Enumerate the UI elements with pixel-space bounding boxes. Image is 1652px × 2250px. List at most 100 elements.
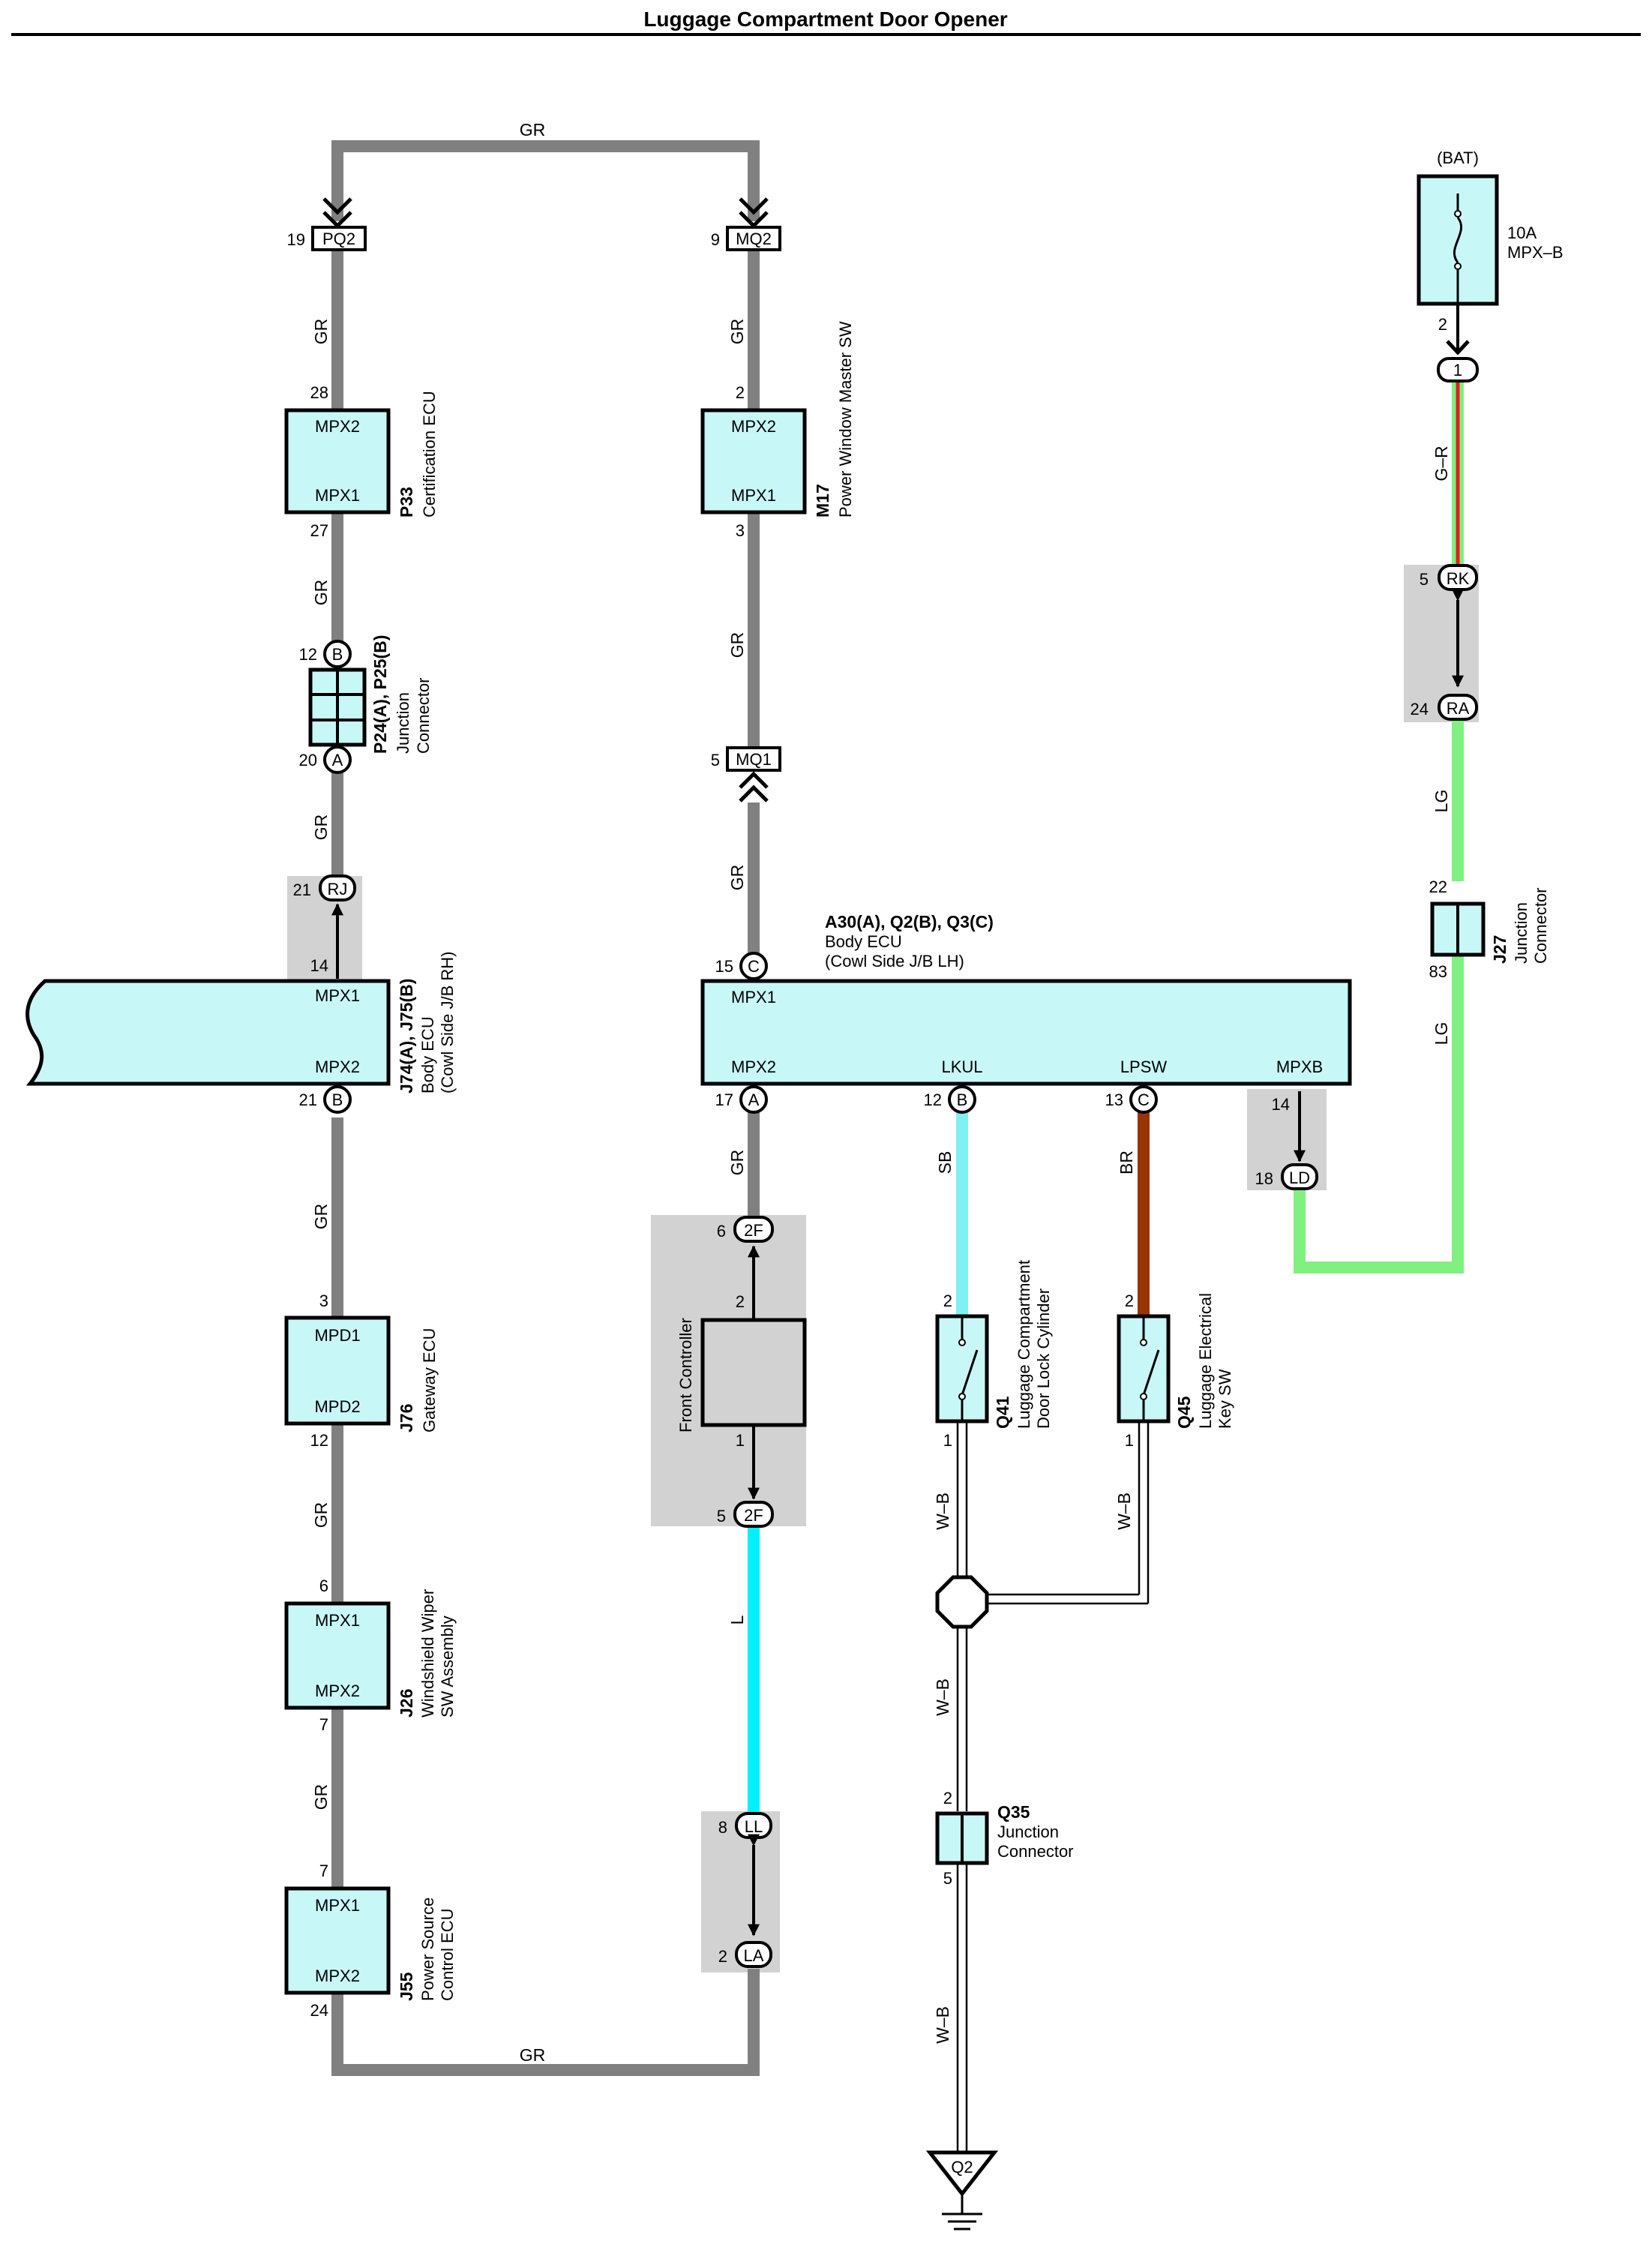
svg-text:10A: 10A [1507, 224, 1537, 242]
svg-text:6: 6 [717, 1222, 726, 1240]
svg-text:MPX2: MPX2 [315, 1682, 360, 1700]
front-controller: 2F 6 2 1 2F 5 Front Controller [676, 1216, 807, 1528]
svg-text:8: 8 [718, 1818, 727, 1837]
svg-text:RA: RA [1447, 699, 1470, 718]
svg-text:(BAT): (BAT) [1437, 148, 1479, 167]
m17-power-window-master-sw: MPX2 MPX1 2 3 M17 Power Window Master SW [700, 321, 855, 540]
svg-text:Junction: Junction [997, 1822, 1059, 1841]
svg-text:5: 5 [1420, 570, 1429, 589]
svg-text:L: L [727, 1615, 747, 1624]
svg-text:MPX1: MPX1 [315, 986, 360, 1005]
ground-q2: Q2 [925, 2150, 999, 2230]
svg-text:2: 2 [736, 383, 745, 402]
svg-text:LKUL: LKUL [941, 1058, 982, 1076]
svg-text:20: 20 [299, 751, 317, 770]
svg-text:Junction: Junction [394, 692, 412, 754]
svg-text:2: 2 [736, 1292, 745, 1311]
svg-text:MQ2: MQ2 [736, 230, 772, 248]
svg-text:1: 1 [736, 1431, 745, 1450]
rk-ra-connectors: RK 5 RA 24 [1411, 564, 1478, 721]
svg-text:28: 28 [310, 383, 328, 402]
svg-text:5: 5 [711, 751, 720, 770]
svg-text:GR: GR [520, 2045, 546, 2065]
mq2-connector: MQ2 9 [711, 197, 781, 251]
svg-text:GR: GR [727, 632, 747, 658]
svg-text:B: B [332, 645, 343, 664]
svg-text:A30(A), Q2(B), Q3(C): A30(A), Q2(B), Q3(C) [825, 912, 994, 932]
svg-text:Windshield Wiper: Windshield Wiper [418, 1589, 437, 1718]
svg-text:GR: GR [311, 1502, 331, 1528]
svg-text:GR: GR [311, 580, 331, 606]
svg-text:19: 19 [287, 230, 305, 249]
j55-power-source-control-ecu: MPX1 MPX2 7 24 J55 Power Source Control … [284, 1862, 457, 2020]
svg-text:P24(A), P25(B): P24(A), P25(B) [370, 635, 390, 754]
svg-text:W–B: W–B [933, 1678, 952, 1716]
svg-text:GR: GR [727, 1150, 747, 1176]
svg-text:Q45: Q45 [1174, 1396, 1194, 1429]
rj-connector: RJ 21 14 [293, 874, 356, 979]
svg-text:J74(A), J75(B): J74(A), J75(B) [397, 979, 416, 1094]
ll-la-connectors: LL 8 LA 2 [718, 1812, 772, 1968]
svg-text:LL: LL [745, 1817, 763, 1836]
wb-splice-point [935, 1575, 989, 1629]
svg-text:MQ1: MQ1 [736, 750, 772, 769]
svg-text:Q41: Q41 [993, 1396, 1012, 1429]
svg-text:RK: RK [1447, 569, 1470, 588]
svg-text:Power Source: Power Source [418, 1898, 437, 2001]
svg-text:5: 5 [943, 1869, 952, 1888]
svg-text:Connector: Connector [414, 677, 433, 754]
pq2-connector: PQ2 19 [287, 197, 367, 251]
svg-text:14: 14 [310, 956, 328, 975]
svg-text:GR: GR [311, 319, 331, 345]
svg-text:MPX1: MPX1 [731, 486, 776, 505]
svg-text:5: 5 [717, 1507, 726, 1526]
svg-text:2: 2 [1438, 315, 1447, 334]
svg-text:2F: 2F [744, 1221, 763, 1240]
svg-text:7: 7 [319, 1862, 328, 1880]
bat-fuse-mpx-b: (BAT) 10A MPX–B 2 1 [1417, 148, 1564, 382]
svg-text:SB: SB [935, 1151, 955, 1174]
svg-text:MPX1: MPX1 [731, 988, 776, 1006]
svg-text:2F: 2F [744, 1506, 763, 1525]
svg-text:Junction: Junction [1512, 902, 1531, 964]
svg-text:27: 27 [310, 521, 328, 540]
svg-text:J55: J55 [397, 1972, 416, 2001]
svg-text:Connector: Connector [1531, 887, 1550, 964]
svg-text:2: 2 [943, 1789, 952, 1808]
svg-text:1: 1 [1453, 361, 1462, 380]
svg-text:Front Controller: Front Controller [676, 1318, 695, 1432]
j76-gateway-ecu: MPD1 MPD2 3 12 J76 Gateway ECU [284, 1292, 439, 1450]
svg-text:6: 6 [319, 1576, 328, 1595]
svg-text:Control ECU: Control ECU [438, 1909, 457, 2001]
svg-text:3: 3 [736, 521, 745, 540]
svg-text:LD: LD [1289, 1168, 1310, 1187]
svg-text:W–B: W–B [933, 2006, 952, 2044]
svg-text:MPX1: MPX1 [315, 1896, 360, 1915]
svg-text:BR: BR [1117, 1150, 1136, 1174]
svg-text:9: 9 [711, 230, 720, 249]
svg-text:P33: P33 [397, 487, 416, 518]
gr-wire-bottom-loop [331, 1969, 760, 2076]
svg-text:24: 24 [1411, 700, 1429, 718]
svg-text:12: 12 [924, 1090, 942, 1109]
svg-text:MPX2: MPX2 [315, 417, 360, 436]
svg-text:Luggage Electrical: Luggage Electrical [1196, 1293, 1215, 1429]
svg-text:LPSW: LPSW [1120, 1058, 1168, 1076]
svg-text:MPX–B: MPX–B [1507, 243, 1564, 262]
svg-text:GR: GR [520, 120, 546, 140]
svg-text:14: 14 [1272, 1095, 1290, 1114]
svg-text:MPXB: MPXB [1276, 1058, 1323, 1076]
svg-text:21: 21 [299, 1090, 317, 1109]
svg-text:GR: GR [311, 1204, 331, 1230]
svg-text:Body ECU: Body ECU [418, 1016, 437, 1094]
svg-text:MPX2: MPX2 [315, 1966, 360, 1985]
svg-text:24: 24 [310, 2001, 328, 2020]
svg-text:W–B: W–B [933, 1492, 952, 1530]
svg-text:2: 2 [718, 1947, 727, 1966]
svg-text:Gateway ECU: Gateway ECU [420, 1328, 439, 1432]
svg-text:Key SW: Key SW [1216, 1369, 1234, 1429]
j26-windshield-wiper-sw: MPX1 MPX2 6 7 J26 Windshield Wiper SW As… [284, 1576, 457, 1734]
svg-text:15: 15 [715, 957, 733, 976]
svg-text:J76: J76 [397, 1404, 416, 1432]
